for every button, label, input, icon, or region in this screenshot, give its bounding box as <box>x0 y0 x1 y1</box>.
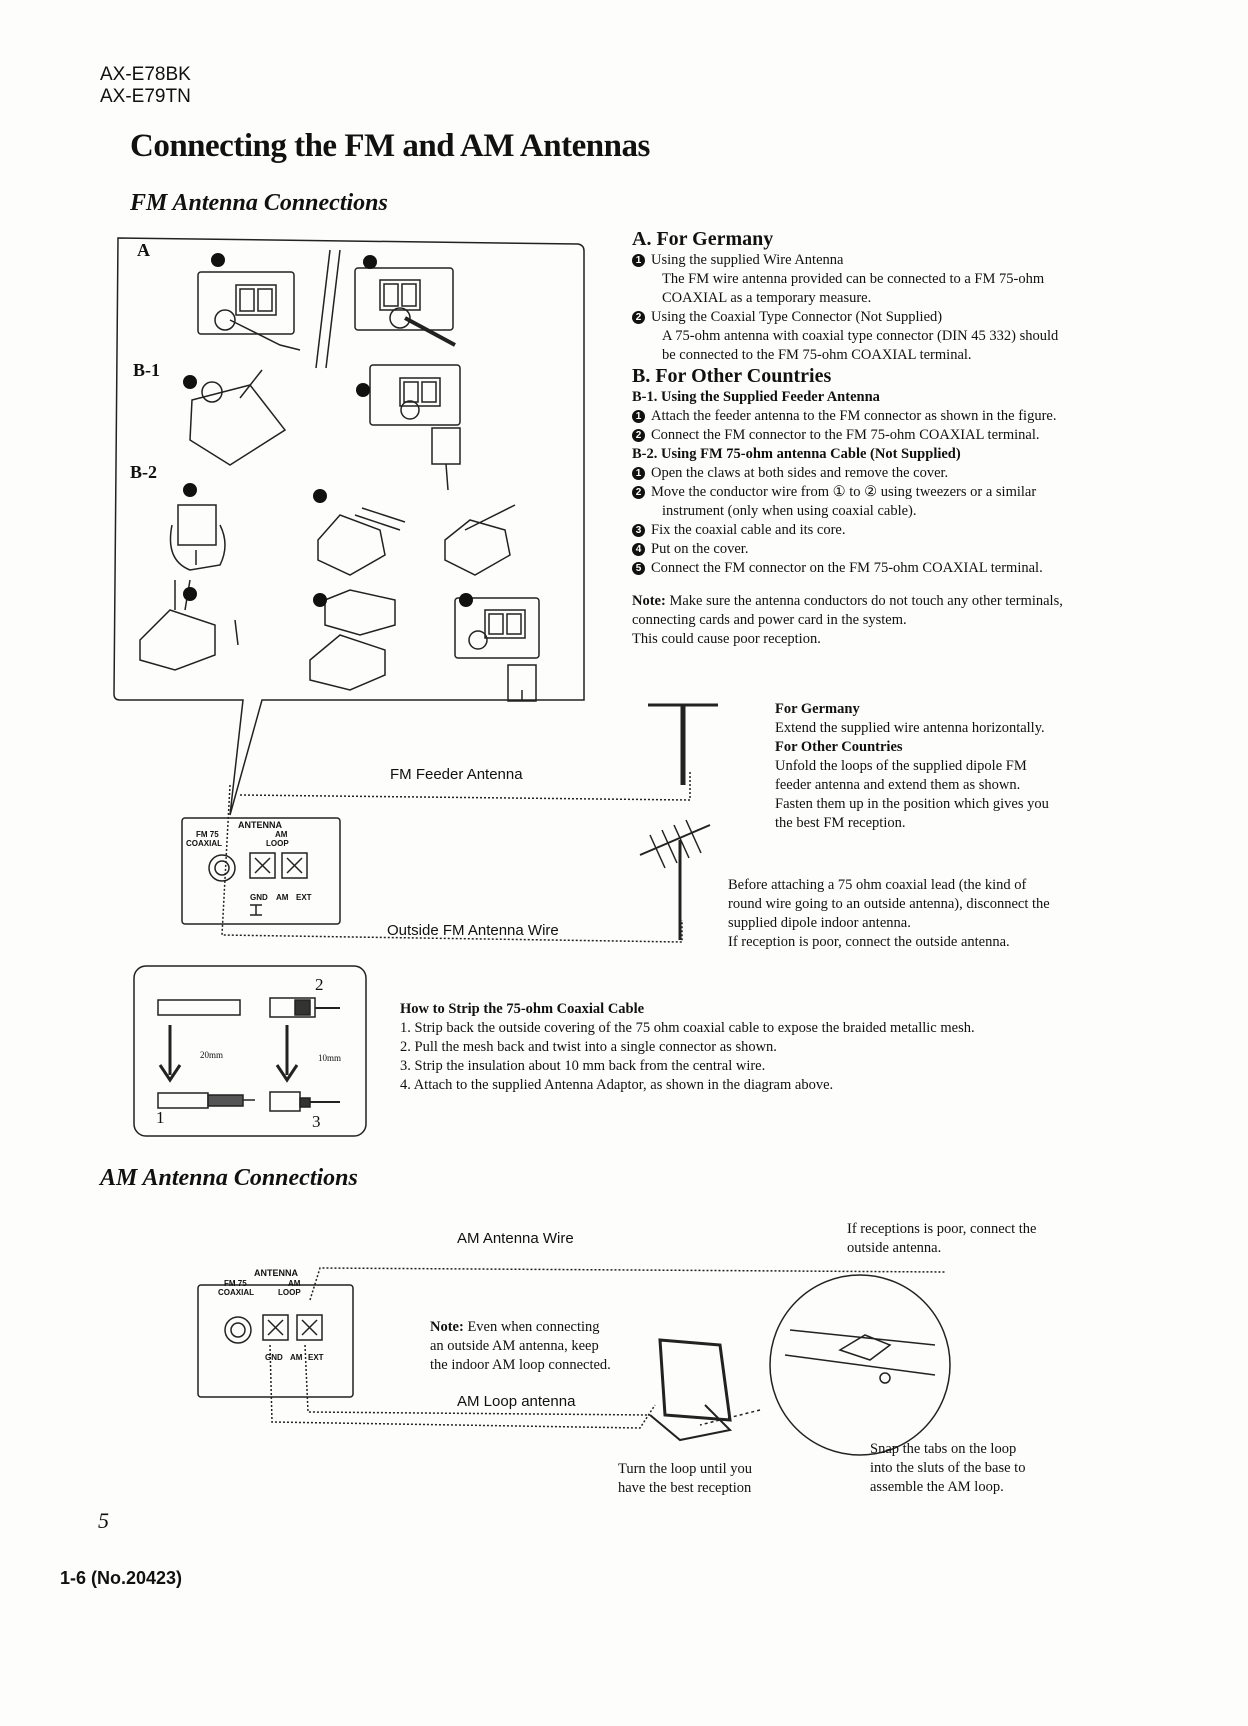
am-section-heading: AM Antenna Connections <box>100 1165 358 1191</box>
am-note-line-3: the indoor AM loop connected. <box>430 1357 611 1373</box>
before-text-3: supplied dipole indoor antenna. <box>728 915 911 931</box>
am-snap-3: assemble the AM loop. <box>870 1479 1004 1495</box>
note-line-3: This could cause poor reception. <box>632 631 821 647</box>
other-text-1: Unfold the loops of the supplied dipole … <box>775 758 1027 774</box>
am-panel-loop-label: LOOP <box>278 1288 301 1297</box>
am-loop-label: AM Loop antenna <box>457 1393 576 1410</box>
strip-step-1-label: 1 <box>156 1108 165 1127</box>
figure-label-a: A <box>137 240 150 260</box>
am-panel-coaxial-label: COAXIAL <box>218 1288 254 1297</box>
model-number-2: AX-E79TN <box>100 86 191 107</box>
figure-label-b1: B-1 <box>133 360 160 380</box>
section-a-item-1-text-2: COAXIAL as a temporary measure. <box>662 290 872 306</box>
strip-step-2-label: 2 <box>315 975 324 994</box>
strip-step-4: 4. Attach to the supplied Antenna Adapto… <box>400 1077 834 1093</box>
document-code: 1-6 (No.20423) <box>60 1568 183 1588</box>
b2-step-2-cont: instrument (only when using coaxial cabl… <box>662 503 917 519</box>
section-a-item-2-text-2: be connected to the FM 75-ohm COAXIAL te… <box>662 347 972 363</box>
before-text-1: Before attaching a 75 ohm coaxial lead (… <box>728 877 1027 893</box>
am-poor-reception: If receptions is poor, connect the outsi… <box>847 1220 1036 1258</box>
germany-text: Extend the supplied wire antenna horizon… <box>775 720 1045 736</box>
other-text-2: feeder antenna and extend them as shown. <box>775 777 1021 793</box>
section-b-heading: B. For Other Countries <box>632 365 832 387</box>
germany-label: For Germany <box>775 701 860 717</box>
other-text-3: Fasten them up in the position which giv… <box>775 796 1049 812</box>
strip-20mm-label: 20mm <box>200 1050 224 1060</box>
note-line-1: Note: Make sure the antenna conductors d… <box>632 593 1063 609</box>
b2-heading: B-2. Using FM 75-ohm antenna Cable (Not … <box>632 446 961 462</box>
am-panel-antenna-label: ANTENNA <box>254 1268 298 1278</box>
strip-instructions: How to Strip the 75-ohm Coaxial Cable 1.… <box>400 1000 975 1095</box>
am-note-line-2: an outside AM antenna, keep <box>430 1338 599 1354</box>
fm-feeder-label: FM Feeder Antenna <box>390 766 523 783</box>
panel-coaxial-label: COAXIAL <box>186 839 222 848</box>
am-turn-text: Turn the loop until you have the best re… <box>618 1460 752 1498</box>
panel-am-label: AM <box>275 830 288 839</box>
strip-step-3: 3. Strip the insulation about 10 mm back… <box>400 1058 766 1074</box>
other-text-4: the best FM reception. <box>775 815 906 831</box>
am-panel-am-label: AM <box>288 1279 301 1288</box>
figure-label-b2: B-2 <box>130 462 157 482</box>
section-a-heading: A. For Germany <box>632 228 774 250</box>
panel-loop-label: LOOP <box>266 839 289 848</box>
am-panel-fm75-label: FM 75 <box>224 1279 247 1288</box>
strip-10mm-label: 10mm <box>318 1053 342 1063</box>
fm-section-heading: FM Antenna Connections <box>130 190 388 216</box>
am-wire-label: AM Antenna Wire <box>457 1230 574 1247</box>
panel-am2-label: AM <box>276 893 289 902</box>
am-turn-2: have the best reception <box>618 1480 752 1496</box>
outside-fm-wire-label: Outside FM Antenna Wire <box>387 922 559 939</box>
section-a-item-2-text-1: A 75-ohm antenna with coaxial type conne… <box>662 328 1059 344</box>
panel-fm75-label: FM 75 <box>196 830 219 839</box>
panel-gnd-label: GND <box>250 893 268 902</box>
panel-antenna-label: ANTENNA <box>238 820 282 830</box>
am-snap-1: Snap the tabs on the loop <box>870 1441 1017 1457</box>
before-text-2: round wire going to an outside antenna),… <box>728 896 1050 912</box>
am-panel-ext-label: EXT <box>308 1353 324 1362</box>
strip-heading: How to Strip the 75-ohm Coaxial Cable <box>400 1001 645 1017</box>
note-line-2: connecting cards and power card in the s… <box>632 612 907 628</box>
antenna-info: For Germany Extend the supplied wire ant… <box>775 700 1049 833</box>
am-snap-2: into the sluts of the base to <box>870 1460 1026 1476</box>
am-panel-gnd-label: GND <box>265 1353 283 1362</box>
page-title: Connecting the FM and AM Antennas <box>130 128 650 164</box>
am-note: Note: Even when connecting an outside AM… <box>430 1318 611 1375</box>
section-a-item-1-text-1: The FM wire antenna provided can be conn… <box>662 271 1045 287</box>
other-label: For Other Countries <box>775 739 903 755</box>
model-number-1: AX-E78BK <box>100 64 191 85</box>
am-turn-1: Turn the loop until you <box>618 1461 753 1477</box>
am-poor-1: If receptions is poor, connect the <box>847 1221 1037 1237</box>
before-text-4: If reception is poor, connect the outsid… <box>728 934 1010 950</box>
strip-step-1: 1. Strip back the outside covering of th… <box>400 1020 975 1036</box>
strip-step-3-label: 3 <box>312 1112 321 1131</box>
fm-callout-frame <box>113 237 585 816</box>
am-poor-2: outside antenna. <box>847 1240 942 1256</box>
outside-antenna-info: Before attaching a 75 ohm coaxial lead (… <box>728 876 1050 952</box>
panel-ext-label: EXT <box>296 893 312 902</box>
b1-heading: B-1. Using the Supplied Feeder Antenna <box>632 389 880 405</box>
am-note-line-1: Note: Even when connecting <box>430 1319 600 1335</box>
strip-step-2: 2. Pull the mesh back and twist into a s… <box>400 1039 777 1055</box>
page-number: 5 <box>98 1508 109 1533</box>
am-snap-text: Snap the tabs on the loop into the sluts… <box>870 1440 1025 1497</box>
am-panel-am2-label: AM <box>290 1353 303 1362</box>
